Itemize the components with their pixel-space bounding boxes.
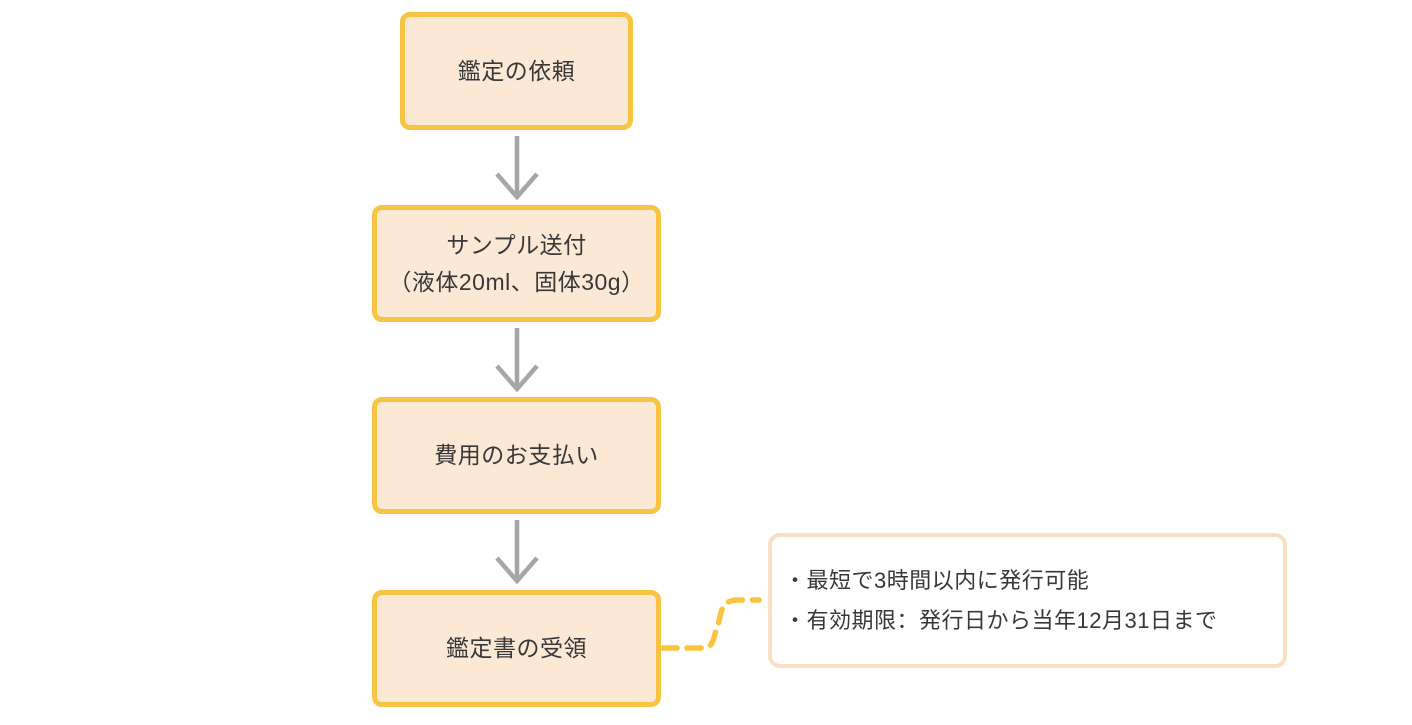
dashed-connector-line bbox=[660, 597, 762, 651]
flow-node-sample-label: サンプル送付 bbox=[446, 231, 587, 258]
flow-node-request-label: 鑑定の依頼 bbox=[457, 57, 576, 84]
flow-node-payment-label: 費用のお支払い bbox=[434, 442, 599, 468]
down-arrow-icon bbox=[495, 136, 539, 201]
flow-node-sample: サンプル送付 （液体20ml、固体30g） bbox=[372, 205, 661, 322]
flow-node-payment: 費用のお支払い bbox=[372, 397, 661, 514]
flow-node-sample-sublabel: （液体20ml、固体30g） bbox=[388, 268, 645, 295]
down-arrow-icon bbox=[495, 328, 539, 393]
down-arrow-icon bbox=[495, 520, 539, 585]
flow-node-request: 鑑定の依頼 bbox=[400, 12, 633, 130]
note-box: ・最短で3時間以内に発行可能 ・有効期限：発行日から当年12月31日まで bbox=[768, 533, 1287, 668]
note-line-validity: ・有効期限：発行日から当年12月31日まで bbox=[784, 607, 1218, 633]
note-line-issuance: ・最短で3時間以内に発行可能 bbox=[784, 567, 1090, 593]
flow-node-receipt-label: 鑑定書の受領 bbox=[446, 635, 587, 661]
flow-node-receipt: 鑑定書の受領 bbox=[372, 590, 661, 707]
